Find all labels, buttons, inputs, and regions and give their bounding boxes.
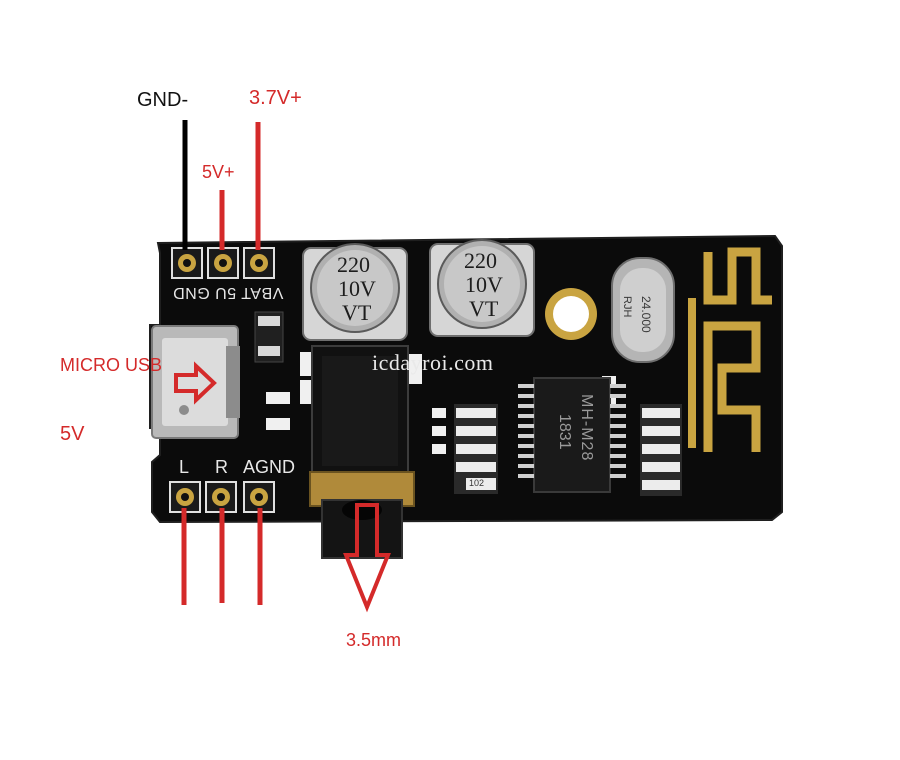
- crystal-frequency: 24.000: [639, 296, 653, 333]
- antenna-feed: [688, 298, 696, 448]
- resistor-array-left: [454, 404, 498, 494]
- gnd-label: GND-: [137, 89, 189, 111]
- usb-arrow: [174, 361, 217, 405]
- top-header: [171, 247, 275, 279]
- crystal-oscillator: [611, 257, 675, 363]
- mounting-hole: [545, 288, 597, 340]
- bottom-pin-agnd-silkscreen: AGND: [243, 457, 296, 477]
- bottom-header: [169, 481, 275, 513]
- cap1-value: 220: [337, 252, 370, 277]
- cap1-series: VT: [342, 300, 372, 325]
- bottom-pin-r-silkscreen: R: [215, 457, 228, 477]
- smd-code: 102: [469, 478, 485, 488]
- micro-usb-connector: [151, 325, 240, 439]
- cap1-voltage: 10V: [338, 276, 376, 301]
- electrolytic-capacitor-2: [429, 239, 535, 337]
- bottom-pin-l-silkscreen: L: [179, 457, 190, 477]
- micro-usb-label: MICRO USB: [60, 355, 163, 375]
- top-pin-silkscreen: VBAT 5U GND: [172, 284, 284, 301]
- bluetooth-chip: [533, 377, 611, 493]
- jack-arrow: [343, 503, 391, 613]
- pcb-antenna: [703, 247, 772, 452]
- resistor-array-right: [640, 404, 682, 496]
- pin-wires: [181, 120, 263, 605]
- cap2-voltage: 10V: [465, 272, 503, 297]
- 5v-label: 5V+: [202, 162, 235, 182]
- vbat-label: 3.7V+: [249, 87, 302, 109]
- cap2-series: VT: [469, 296, 499, 321]
- chip-code: 1831: [556, 414, 573, 450]
- smd-diode: [254, 311, 284, 363]
- crystal-mark: RJH: [621, 296, 633, 318]
- audio-jack-3-5mm: [309, 345, 415, 559]
- chip-pins: [518, 384, 626, 478]
- jack-label: 3.5mm: [346, 630, 402, 650]
- chip-marking: MH-M28: [578, 394, 595, 462]
- usb-5v-label: 5V: [60, 423, 85, 445]
- watermark: icdayroi.com: [372, 350, 494, 375]
- cap2-value: 220: [464, 248, 497, 273]
- electrolytic-capacitor-1: [302, 243, 408, 341]
